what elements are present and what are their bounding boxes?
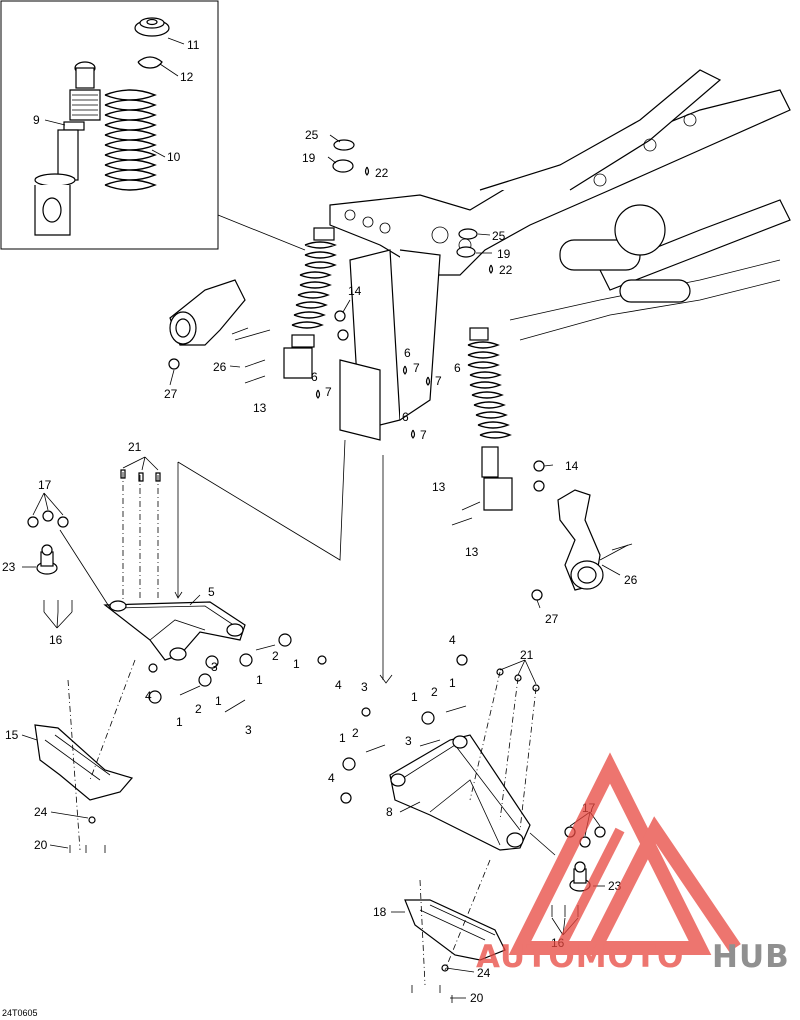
left-skid-plate xyxy=(34,724,134,801)
callout-7: 7 xyxy=(413,361,420,375)
callout-2: 2 xyxy=(195,702,202,716)
callout-2: 2 xyxy=(272,649,279,663)
callout-25: 25 xyxy=(305,128,319,142)
callout-14: 14 xyxy=(348,284,362,298)
callout-7: 7 xyxy=(420,428,427,442)
callout-13: 13 xyxy=(432,480,446,494)
callout-27: 27 xyxy=(164,387,178,401)
watermark-brand-part2: HUB xyxy=(712,939,790,975)
callout-25: 25 xyxy=(492,229,506,243)
callout-4: 4 xyxy=(449,633,456,647)
watermark-brand-part1: AUTOMOTO xyxy=(476,939,684,975)
vehicle-frame xyxy=(329,69,791,441)
callout-10: 10 xyxy=(167,150,181,164)
callout-23: 23 xyxy=(2,560,16,574)
callout-22: 22 xyxy=(499,263,513,277)
callout-7: 7 xyxy=(435,374,442,388)
callout-24: 24 xyxy=(477,966,491,980)
spring-cap-part xyxy=(134,17,170,37)
left-a-arm xyxy=(103,600,246,661)
callout-21: 21 xyxy=(128,440,142,454)
callout-1: 1 xyxy=(339,731,346,745)
callout-13: 13 xyxy=(465,545,479,559)
callout-9: 9 xyxy=(33,113,40,127)
callout-6: 6 xyxy=(402,410,409,424)
callout-15: 15 xyxy=(5,728,19,742)
callout-1: 1 xyxy=(256,673,263,687)
leader-lines xyxy=(21,134,621,999)
right-a-arm xyxy=(389,734,531,851)
callout-5: 5 xyxy=(208,585,215,599)
callout-4: 4 xyxy=(335,678,342,692)
right-skid-plate xyxy=(404,899,506,961)
callout-16: 16 xyxy=(49,633,63,647)
callout-8: 8 xyxy=(386,805,393,819)
callout-22: 22 xyxy=(375,166,389,180)
left-ball-joint xyxy=(36,544,58,575)
callout-14: 14 xyxy=(565,459,579,473)
callout-3: 3 xyxy=(361,680,368,694)
callout-20: 20 xyxy=(34,838,48,852)
right-shock-absorber xyxy=(467,327,513,511)
callout-4: 4 xyxy=(145,689,152,703)
callout-3: 3 xyxy=(211,660,218,674)
callout-labels: 25 19 22 25 19 22 14 26 27 13 6 7 6 7 6 … xyxy=(2,128,638,1018)
callout-27: 27 xyxy=(545,612,559,626)
callout-26: 26 xyxy=(624,573,638,587)
callout-1: 1 xyxy=(449,676,456,690)
left-steering-knuckle xyxy=(169,279,271,346)
left-shock-absorber xyxy=(283,227,337,379)
callout-1: 1 xyxy=(293,657,300,671)
callout-6: 6 xyxy=(311,370,318,384)
callout-20: 20 xyxy=(470,991,484,1005)
drawing-code: 24T0605 xyxy=(2,1008,38,1018)
callout-2: 2 xyxy=(352,726,359,740)
callout-3: 3 xyxy=(245,723,252,737)
callout-2: 2 xyxy=(431,685,438,699)
callout-1: 1 xyxy=(411,690,418,704)
callout-3: 3 xyxy=(405,734,412,748)
right-steering-knuckle xyxy=(557,489,629,591)
callout-6: 6 xyxy=(404,346,411,360)
fastener-hardware xyxy=(27,139,633,1003)
shock-inset: 11 12 10 9 xyxy=(0,0,219,250)
shock-absorber-part xyxy=(34,61,101,236)
callout-19: 19 xyxy=(302,151,316,165)
callout-4: 4 xyxy=(328,771,335,785)
coil-spring-part xyxy=(104,89,157,191)
watermark-logo: AUTOMOTO HUB xyxy=(476,752,790,975)
callout-13: 13 xyxy=(253,401,267,415)
callout-17: 17 xyxy=(38,478,52,492)
callout-6: 6 xyxy=(454,361,461,375)
callout-7: 7 xyxy=(325,385,332,399)
callout-26: 26 xyxy=(213,360,227,374)
callout-1: 1 xyxy=(176,715,183,729)
callout-18: 18 xyxy=(373,905,387,919)
retainer-clip-part xyxy=(137,56,163,69)
callout-12: 12 xyxy=(180,70,194,84)
callout-1: 1 xyxy=(215,694,222,708)
callout-11: 11 xyxy=(187,38,200,52)
callout-21: 21 xyxy=(520,648,534,662)
callout-19: 19 xyxy=(497,247,511,261)
callout-24: 24 xyxy=(34,805,48,819)
